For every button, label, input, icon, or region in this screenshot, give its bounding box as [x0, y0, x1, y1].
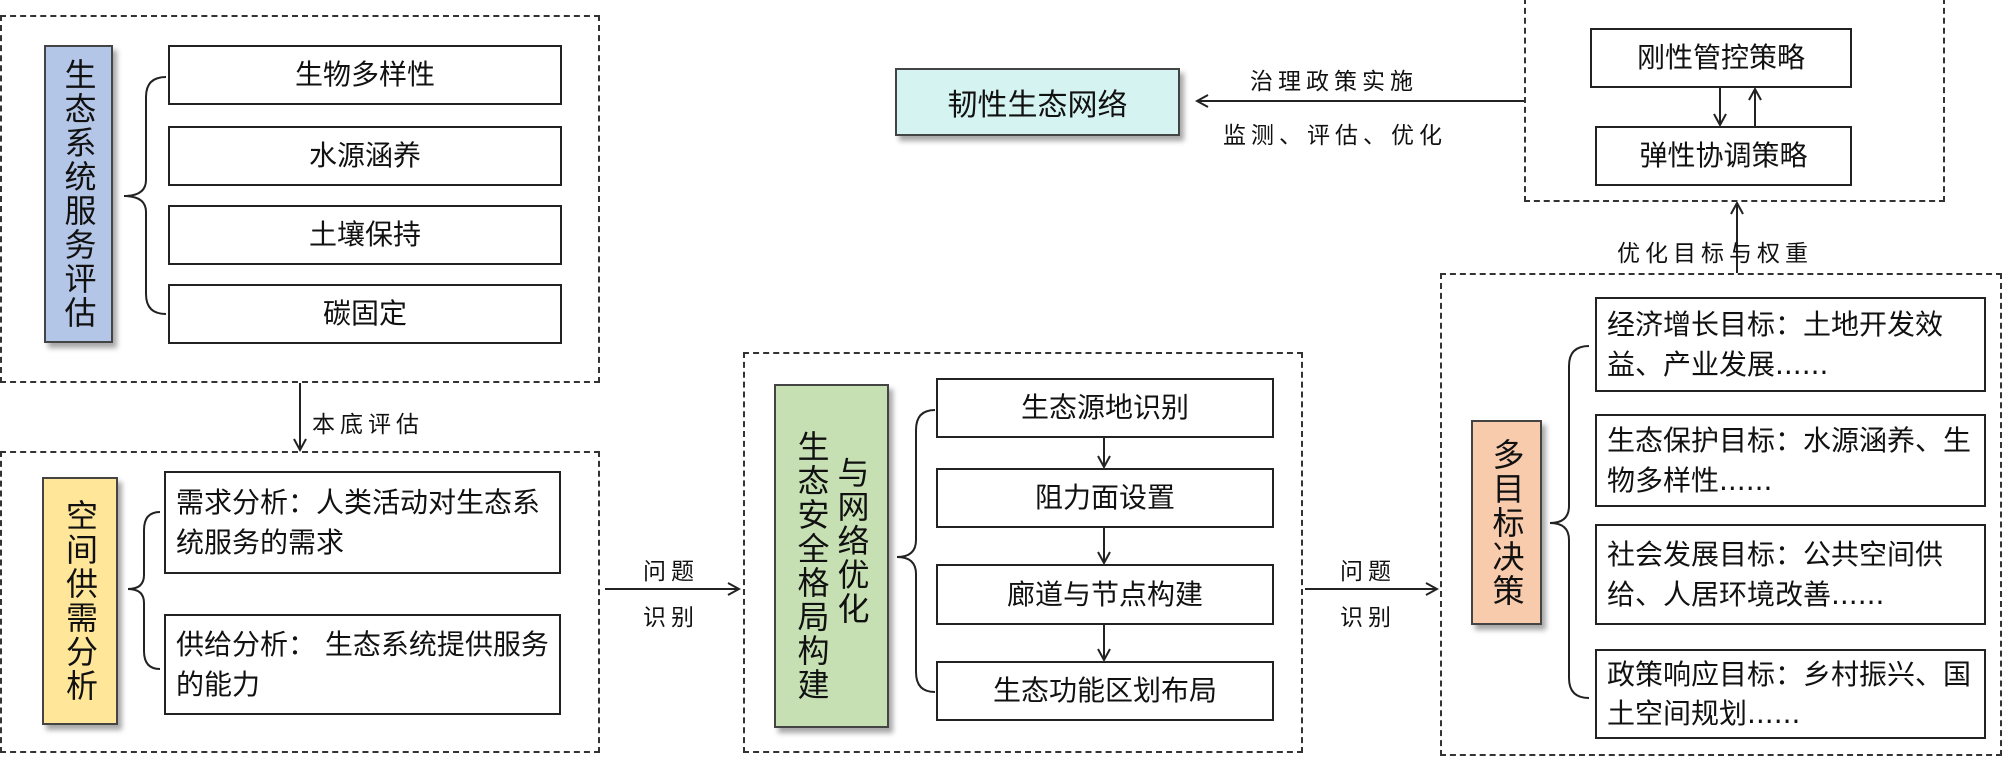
security-step: 生态源地识别 [936, 378, 1274, 438]
rigid-control-strategy: 刚性管控策略 [1590, 28, 1852, 88]
supply-demand-group [0, 451, 600, 753]
ecosystem-item: 碳固定 [168, 284, 562, 344]
resilient-network-label: 韧性生态网络 [947, 88, 1128, 123]
multi-objective-label: 多目标决策 [1471, 420, 1542, 625]
multi-objective-group [1440, 273, 2002, 756]
arrow-problem-1-label-2: 识别 [643, 605, 699, 631]
ecosystem-services-label: 生态系统服务评估 [44, 45, 113, 343]
supply-demand-label-text: 空间供需分析 [61, 499, 99, 703]
demand-analysis-item: 需求分析：人类活动对生态系统服务的需求 [164, 471, 561, 574]
ecosystem-services-group [0, 15, 600, 383]
supply-analysis-item: 供给分析： 生态系统提供服务的能力 [164, 614, 561, 715]
brace-ecosystem [123, 76, 167, 315]
security-pattern-group [743, 352, 1303, 753]
strategies-group [1524, 0, 1945, 202]
brace-objectives [1549, 345, 1590, 699]
security-step: 阻力面设置 [936, 468, 1274, 528]
objective-item: 社会发展目标：公共空间供给、人居环境改善...... [1595, 524, 1986, 625]
objective-item: 政策响应目标：乡村振兴、国土空间规划...... [1595, 649, 1986, 739]
ecosystem-services-label-text: 生态系统服务评估 [59, 58, 98, 330]
arrow-problem-2-label-2: 识别 [1340, 605, 1396, 631]
arrow-problem-1-label-1: 问题 [643, 559, 699, 585]
arrow-problem-2-label-1: 问题 [1340, 559, 1396, 585]
ecosystem-item: 水源涵养 [168, 126, 562, 186]
security-step: 廊道与节点构建 [936, 564, 1274, 625]
arrow-policy-label-top: 治理政策实施 [1250, 69, 1418, 95]
arrow-weights-label: 优化目标与权重 [1617, 241, 1813, 267]
security-pattern-label: 生态安全格局构建 与网络优化 [774, 384, 889, 728]
objective-item: 经济增长目标：土地开发效益、产业发展...... [1595, 297, 1986, 392]
ecosystem-item: 生物多样性 [168, 45, 562, 105]
arrow-policy-label-bottom: 监测、评估、优化 [1223, 123, 1447, 149]
security-pattern-label-col2: 与网络优化 [832, 456, 871, 626]
security-pattern-label-col1: 生态安全格局构建 [792, 430, 831, 702]
resilient-network-box: 韧性生态网络 [895, 68, 1180, 136]
ecosystem-item: 土壤保持 [168, 205, 562, 265]
flexible-coordination-strategy: 弹性协调策略 [1595, 126, 1852, 186]
brace-supply-demand [127, 511, 161, 670]
security-step: 生态功能区划布局 [936, 661, 1274, 721]
multi-objective-label-text: 多目标决策 [1487, 437, 1526, 608]
objective-item: 生态保护目标：水源涵养、生物多样性...... [1595, 414, 1986, 507]
brace-security [896, 409, 936, 693]
supply-demand-label: 空间供需分析 [42, 477, 118, 725]
arrow-baseline-label: 本底评估 [312, 412, 424, 438]
